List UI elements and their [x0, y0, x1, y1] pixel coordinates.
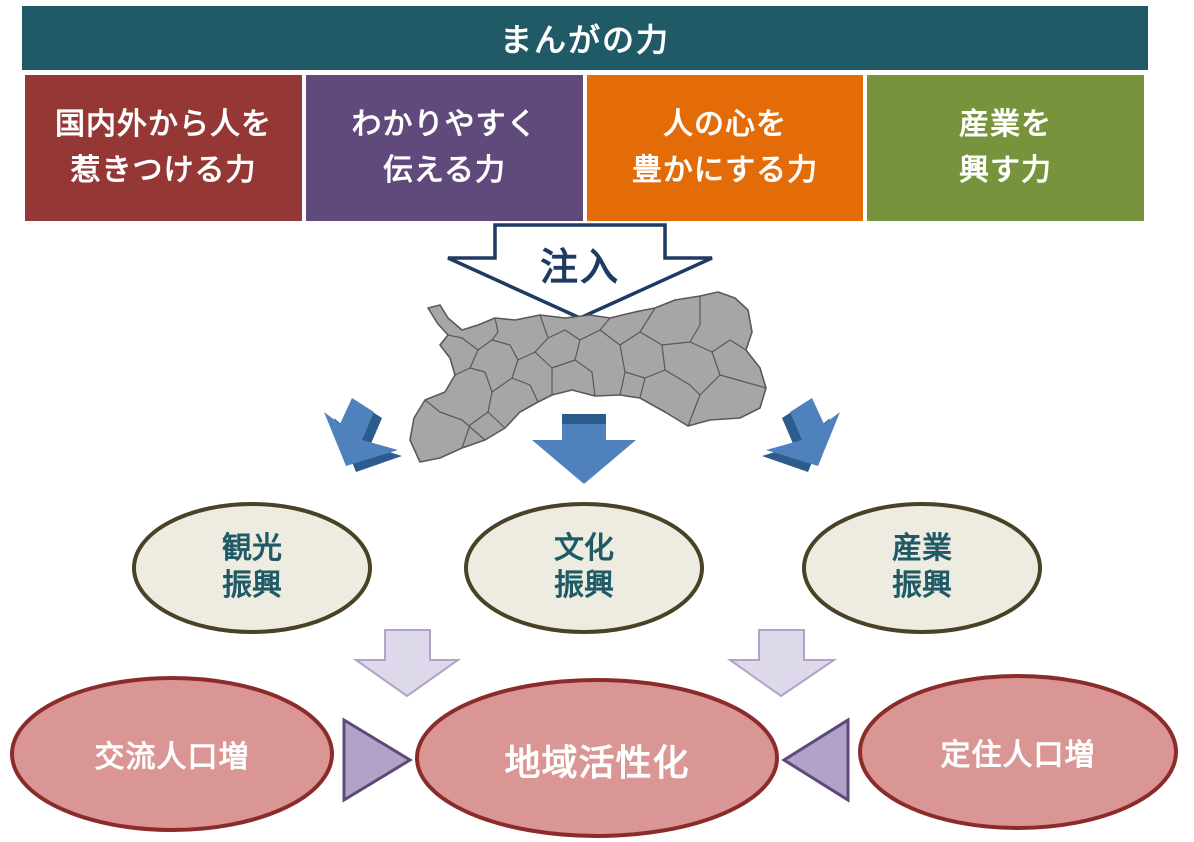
blue-arrow-center: [532, 414, 636, 484]
header-title: まんがの力: [22, 6, 1148, 70]
lavender-arrow-left: [352, 629, 462, 698]
promo-tourism-line1: 観光: [222, 531, 282, 567]
inject-label: 注入: [539, 245, 620, 289]
promo-text-tourism: 観光 振興: [152, 518, 352, 618]
result-settlement-label: 定住人口増: [940, 738, 1096, 773]
promo-oval-tourism: [132, 502, 372, 634]
power-box-convey: わかりやすく 伝える力: [306, 75, 583, 221]
power-industry-line1: 産業を: [959, 106, 1052, 142]
promo-industry-line1: 産業: [892, 531, 952, 567]
power-enrich-line2: 豊かにする力: [631, 153, 819, 188]
promo-culture-line2: 振興: [554, 568, 614, 603]
promo-text-industry: 産業 振興: [822, 518, 1022, 618]
promo-culture-line1: 文化: [554, 531, 614, 567]
power-box-attract: 国内外から人を 惹きつける力: [25, 75, 302, 221]
blue-arrow-right: [762, 398, 840, 472]
result-text-settlement: 定住人口増: [878, 722, 1158, 782]
triangle-pointer-right: [781, 717, 850, 803]
result-text-exchange: 交流人口増: [32, 724, 312, 784]
triangle-pointer-left: [342, 717, 413, 803]
result-oval-revitalization: [415, 678, 779, 838]
power-attract-line1: 国内外から人を: [55, 106, 272, 142]
promo-tourism-line2: 振興: [222, 568, 282, 603]
promo-oval-culture: [464, 502, 704, 634]
power-convey-line2: 伝える力: [382, 153, 507, 188]
promo-oval-industry: [802, 502, 1042, 634]
power-convey-line1: わかりやすく: [351, 106, 538, 142]
result-exchange-label: 交流人口増: [94, 740, 250, 775]
result-oval-exchange: [10, 676, 334, 832]
promo-text-culture: 文化 振興: [484, 518, 684, 618]
result-oval-settlement: [858, 674, 1178, 830]
promo-industry-line2: 振興: [892, 568, 952, 603]
lavender-arrow-right: [726, 629, 838, 698]
blue-arrow-left: [324, 398, 402, 472]
result-text-revitalization: 地域活性化: [437, 728, 757, 792]
power-attract-line2: 惹きつける力: [70, 153, 257, 188]
result-revitalization-label: 地域活性化: [504, 743, 690, 784]
power-industry-line2: 興す力: [959, 153, 1052, 188]
prefecture-map: [409, 291, 767, 463]
power-enrich-line1: 人の心を: [663, 106, 787, 142]
power-box-enrich: 人の心を 豊かにする力: [587, 75, 863, 221]
inject-arrow: [447, 223, 713, 320]
power-box-industry: 産業を 興す力: [867, 75, 1144, 221]
